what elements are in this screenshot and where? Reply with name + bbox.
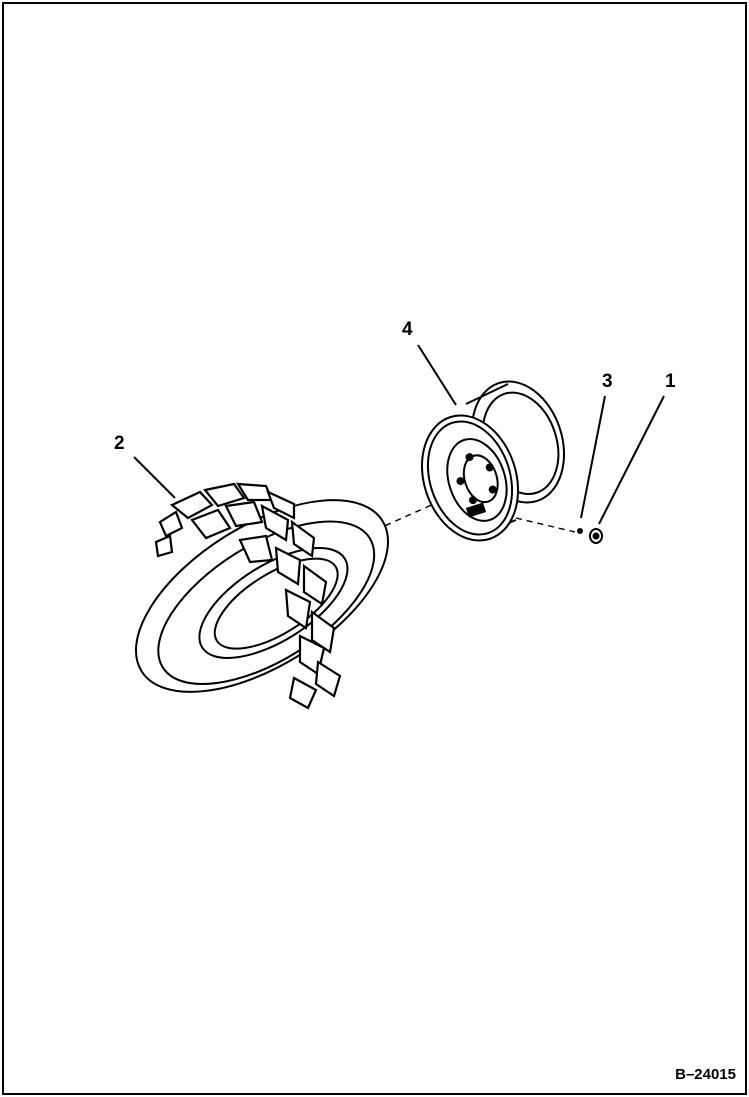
leader-line-1 xyxy=(598,395,665,525)
leader-line-4 xyxy=(417,344,457,406)
leader-line-2 xyxy=(133,456,176,499)
callout-1: 1 xyxy=(665,371,676,392)
callout-3: 3 xyxy=(602,371,613,392)
callout-4: 4 xyxy=(402,319,413,340)
lug-nut-icon xyxy=(589,528,603,544)
leader-line-3 xyxy=(580,395,606,519)
callout-2: 2 xyxy=(114,433,125,454)
stud-icon xyxy=(577,528,583,534)
tire-icon xyxy=(134,482,390,710)
figure-reference-number: B–24015 xyxy=(675,1066,736,1083)
wheel-rim-icon xyxy=(420,380,566,542)
